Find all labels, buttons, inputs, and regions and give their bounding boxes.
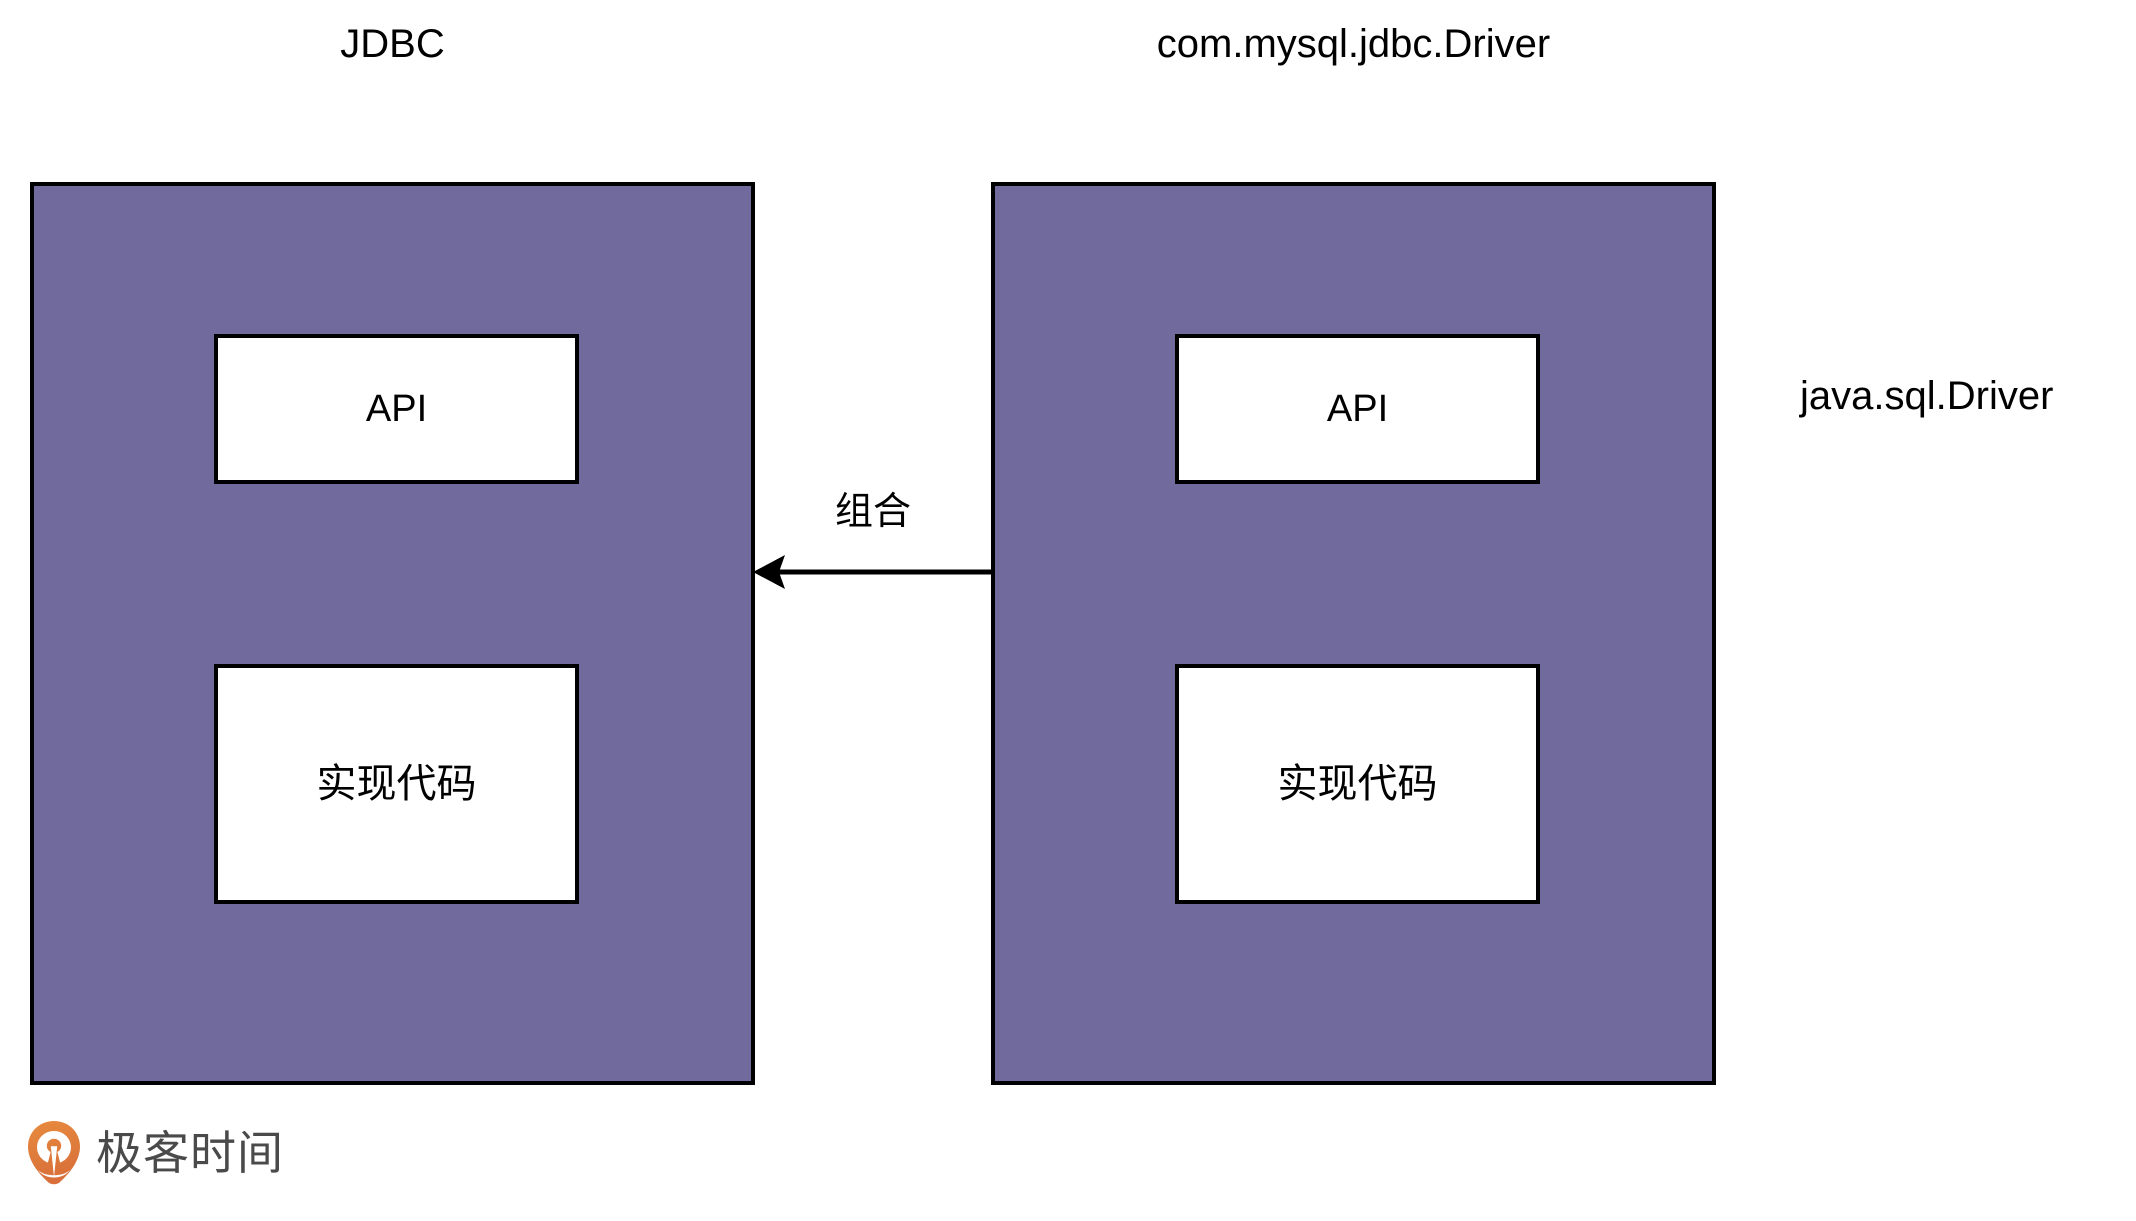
jdbc-implementation-box: 实现代码 [214,664,579,904]
geektime-logo-icon [28,1121,80,1185]
mysql-driver-implementation-label: 实现代码 [1277,761,1438,807]
panel-mysql-driver: API 实现代码 [991,182,1716,1085]
mysql-driver-api-label: API [1326,388,1389,430]
annotation-java-sql-driver: java.sql.Driver [1800,374,2054,418]
composition-arrow-label: 组合 [834,489,911,533]
panel-jdbc: API 实现代码 [30,182,755,1085]
mysql-driver-api-box: API [1175,334,1540,484]
jdbc-api-box: API [214,334,579,484]
column-title-mysql-driver: com.mysql.jdbc.Driver [1156,22,1551,66]
column-title-jdbc: JDBC [340,22,445,66]
jdbc-implementation-label: 实现代码 [316,761,477,807]
jdbc-api-label: API [365,388,428,430]
mysql-driver-implementation-box: 实现代码 [1175,664,1540,904]
composition-arrow-icon [753,555,991,589]
composition-arrow-group: 组合 [745,492,1001,610]
brand-name-label: 极客时间 [96,1126,284,1180]
brand-logo: 极客时间 [26,1120,284,1186]
